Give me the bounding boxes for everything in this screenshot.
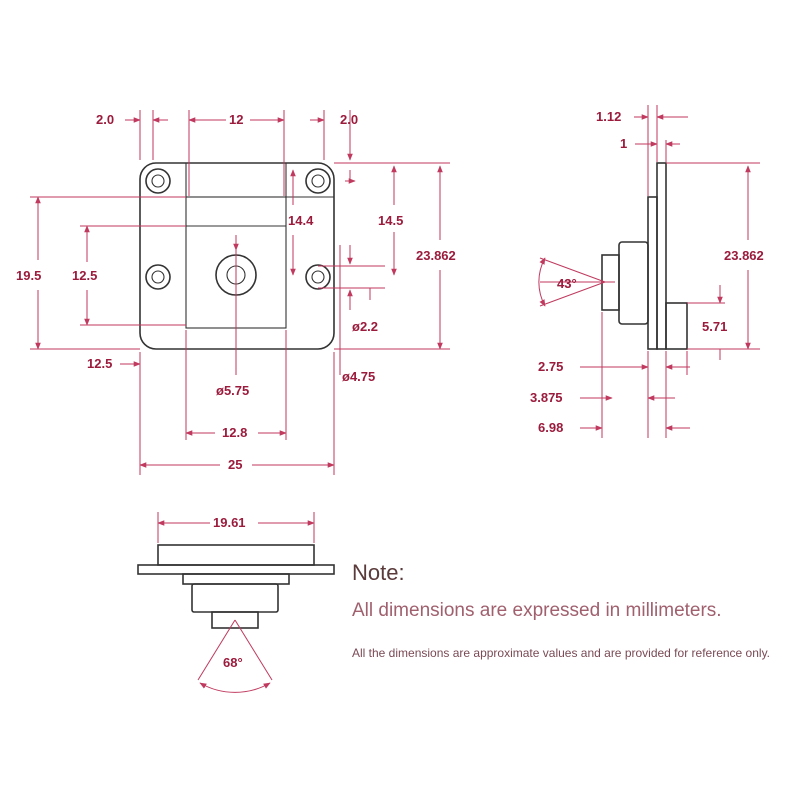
dim-side-total-height: 23.862 (724, 248, 764, 263)
bottom-plate (137, 564, 335, 575)
dim-thickness-b: 1 (620, 136, 627, 151)
dim-small-hole: ø2.2 (352, 319, 378, 334)
dim-large-hole: ø4.75 (342, 369, 375, 384)
dim-center-diameter: ø5.75 (216, 383, 249, 398)
side-dimension-lines (538, 114, 751, 431)
dim-left-margin: 2.0 (96, 112, 114, 127)
note-title: Note: (352, 560, 405, 585)
dim-depth-a: 2.75 (538, 359, 563, 374)
bottom-frame (157, 544, 315, 566)
hole-mid-right (305, 264, 331, 290)
side-extension-lines (539, 105, 760, 438)
dim-side-angle: 43° (557, 276, 577, 291)
dim-total-height: 23.862 (416, 248, 456, 263)
hole-mid-right-inner (311, 270, 325, 284)
hole-top-right (305, 168, 331, 194)
dim-total-width: 25 (228, 457, 242, 472)
front-view: 2.0 12 2.0 14.4 14.5 23.862 19.5 12.5 ø2… (16, 110, 456, 475)
dim-tab-height: 5.71 (702, 319, 727, 334)
hole-mid-left (145, 264, 171, 290)
side-view: 1.12 1 23.862 43° 5.71 2.75 3.875 6.98 (530, 105, 764, 438)
side-tab (665, 302, 688, 350)
side-frame (647, 196, 658, 350)
note-main-text: All dimensions are expressed in millimet… (352, 600, 722, 621)
hole-top-left (145, 168, 171, 194)
side-lens-body (618, 241, 649, 325)
side-plate (656, 162, 667, 350)
dim-hole-spacing: 12 (229, 112, 243, 127)
front-plate (139, 162, 335, 350)
dim-depth-b: 3.875 (530, 390, 563, 405)
bottom-view: 19.61 68° (137, 512, 335, 693)
hole-mid-left-inner (151, 270, 165, 284)
bottom-lens-flange (182, 573, 290, 585)
front-extension-lines (30, 110, 450, 475)
dim-outer-height: 14.5 (378, 213, 403, 228)
dim-right-margin: 2.0 (340, 112, 358, 127)
front-dimension-lines (35, 117, 443, 468)
dim-inner-height: 14.4 (288, 213, 314, 228)
dim-bottom-width: 19.61 (213, 515, 246, 530)
dim-inner-width: 12.8 (222, 425, 247, 440)
dim-side-height: 19.5 (16, 268, 41, 283)
dim-inner-left-height: 12.5 (72, 268, 97, 283)
bottom-lens-body (191, 583, 279, 613)
bottom-dimension-lines (157, 520, 315, 693)
note-sub-text: All the dimensions are approximate value… (352, 646, 771, 660)
bottom-lens-tip (211, 611, 259, 629)
dim-depth-c: 6.98 (538, 420, 563, 435)
dim-offset: 12.5 (87, 356, 112, 371)
dim-thickness-a: 1.12 (596, 109, 621, 124)
bottom-extension-lines (157, 512, 315, 681)
dim-bottom-angle: 68° (223, 655, 243, 670)
hole-top-left-inner (151, 174, 165, 188)
hole-top-right-inner (311, 174, 325, 188)
